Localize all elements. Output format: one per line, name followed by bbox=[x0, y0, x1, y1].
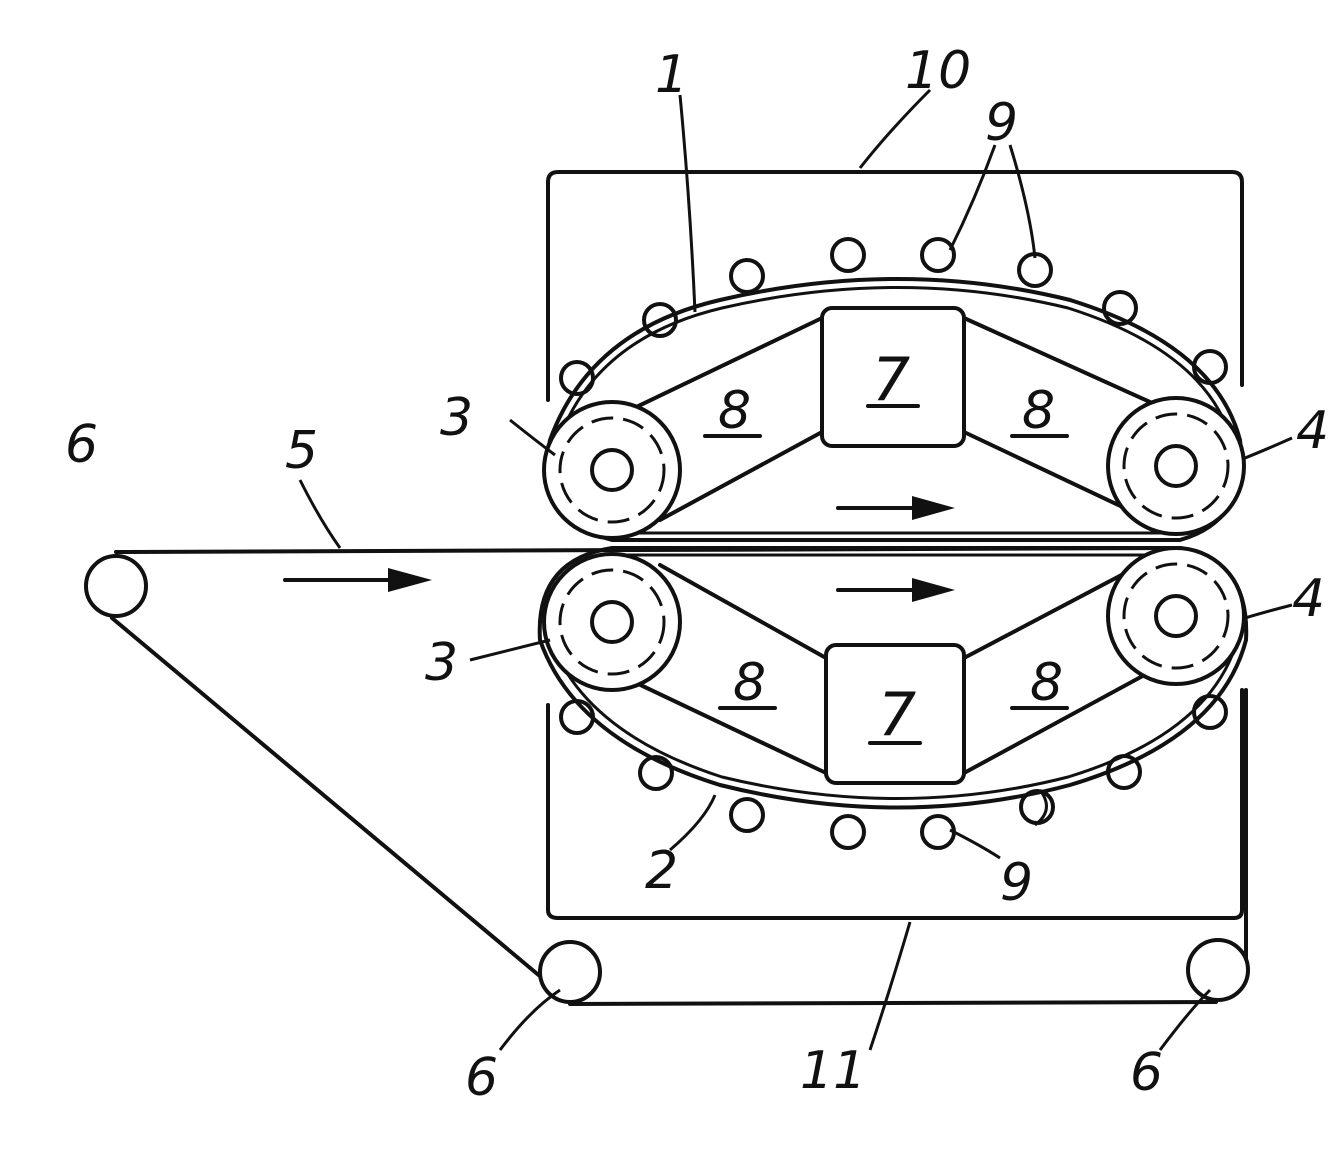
lower-right-roller bbox=[1108, 548, 1244, 684]
arrow-upper-belt bbox=[838, 496, 955, 520]
arrow-web bbox=[285, 568, 432, 592]
label-8-lower-left-group: 8 bbox=[720, 653, 775, 713]
label-3-upper: 3 bbox=[440, 388, 473, 448]
svg-text:8: 8 bbox=[718, 381, 751, 441]
label-4-lower: 4 bbox=[1292, 569, 1325, 629]
label-6-bottom-right: 6 bbox=[1130, 1043, 1163, 1103]
guide-roller-bottom-right bbox=[1188, 940, 1248, 1000]
label-3-lower: 3 bbox=[425, 633, 458, 693]
label-2: 2 bbox=[645, 841, 678, 901]
label-8-upper-right-group: 8 bbox=[1012, 381, 1067, 441]
svg-text:8: 8 bbox=[1030, 653, 1063, 713]
label-10: 10 bbox=[905, 41, 971, 101]
svg-text:8: 8 bbox=[733, 653, 766, 713]
lower-left-roller bbox=[544, 554, 680, 690]
guide-roller-bottom-left bbox=[540, 942, 600, 1002]
label-11: 11 bbox=[800, 1041, 866, 1101]
upper-left-roller bbox=[544, 402, 680, 538]
label-6-left: 6 bbox=[65, 415, 98, 475]
upper-right-roller bbox=[1108, 398, 1244, 534]
arrow-lower-belt bbox=[838, 578, 955, 602]
label-9-lower: 9 bbox=[1000, 853, 1033, 913]
label-7-lower-group: 7 bbox=[870, 680, 920, 750]
label-8-lower-right-group: 8 bbox=[1012, 653, 1067, 713]
label-5: 5 bbox=[285, 421, 318, 481]
svg-text:7: 7 bbox=[878, 680, 916, 750]
svg-text:8: 8 bbox=[1022, 381, 1055, 441]
label-1: 1 bbox=[655, 45, 688, 105]
label-6-bottom-left: 6 bbox=[465, 1048, 498, 1108]
guide-roller-left bbox=[86, 556, 146, 616]
label-4-upper: 4 bbox=[1296, 401, 1329, 461]
label-9-upper: 9 bbox=[985, 93, 1018, 153]
label-8-upper-left-group: 8 bbox=[705, 381, 760, 441]
